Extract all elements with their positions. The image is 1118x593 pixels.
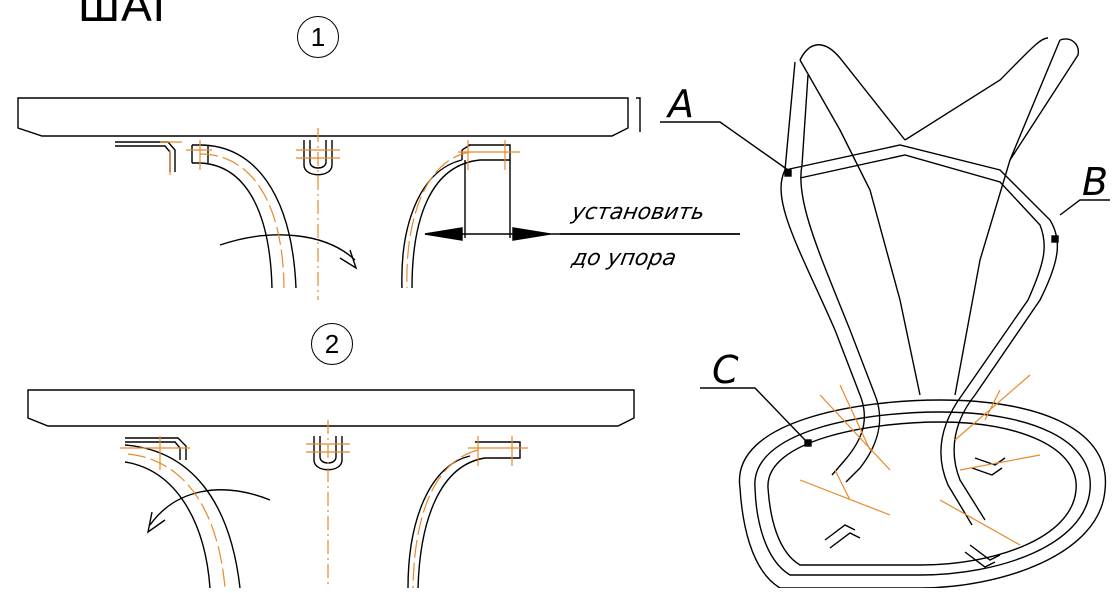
bracket-left-step1: [115, 141, 176, 172]
chair-frame: [780, 37, 1079, 396]
tube-left-step2: [124, 444, 241, 589]
callout-a: A: [668, 82, 694, 126]
step-number-2: 2: [311, 323, 353, 365]
bracket-left-step2: [125, 437, 187, 460]
tube-right-step1: [401, 144, 511, 289]
callout-b: B: [1082, 160, 1109, 204]
tube-left-step1: [192, 144, 297, 289]
base-disk: [738, 399, 1107, 589]
center-clip-step1: [303, 140, 333, 176]
tube-right-step2: [407, 441, 521, 589]
seat-board-step2: [27, 389, 635, 427]
instruction-line-1: установить: [569, 200, 707, 225]
rotation-arrow-step1: [219, 234, 358, 270]
callout-c: C: [712, 348, 739, 392]
step-number-1: 1: [297, 16, 339, 58]
instruction-line-2: до упора: [569, 246, 679, 271]
seat-board-step1: [17, 97, 629, 137]
step-heading: ШАГ: [78, 0, 179, 31]
rotation-arrow-step2: [146, 489, 271, 534]
